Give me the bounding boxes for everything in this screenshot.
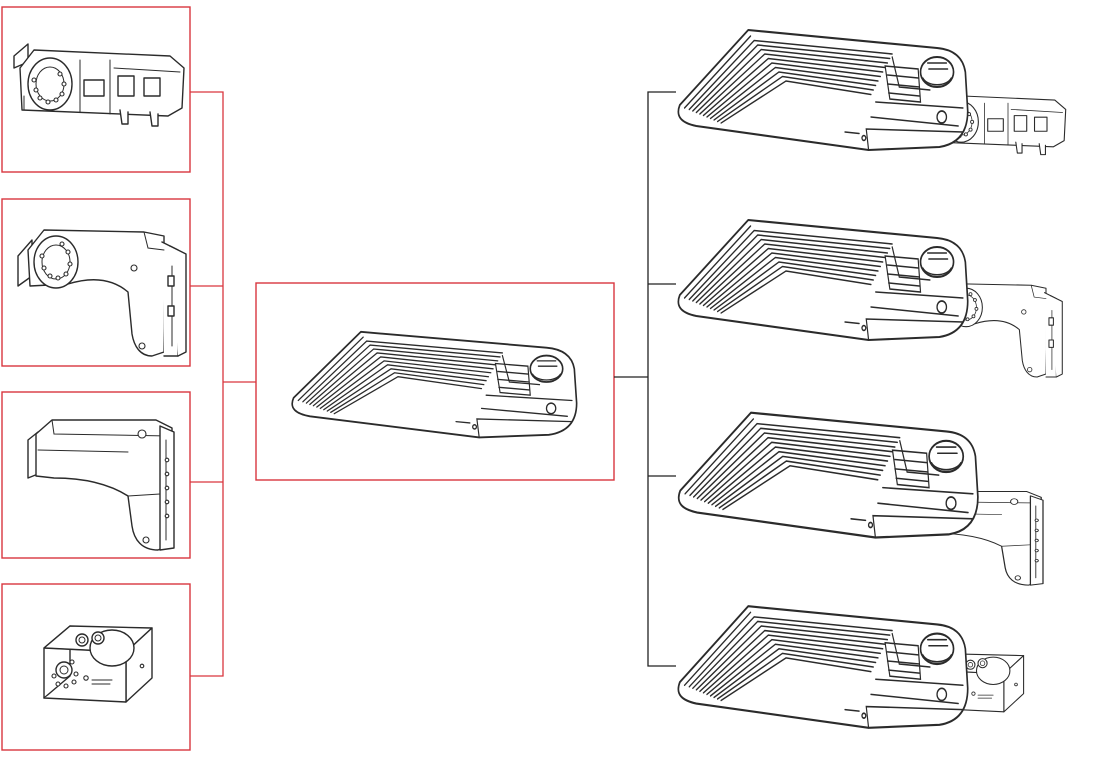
frame-fixed-wall-arm-mount [1, 391, 191, 559]
area-light-fixture-icon [291, 330, 578, 439]
left-connector-lines [190, 91, 256, 677]
frame-trunnion-yoke-mount [1, 583, 191, 751]
right-connector-lines [614, 91, 676, 667]
fixture-with-slip-fitter-icon [677, 28, 1067, 156]
rotating-wall-arm-mount-icon [17, 229, 187, 357]
frame-slip-fitter-mount [1, 6, 191, 173]
fixture-with-trunnion-yoke-icon [677, 605, 1025, 729]
frame-center-fixture [255, 282, 615, 481]
trunnion-yoke-mount-icon [43, 625, 153, 703]
fixed-wall-arm-mount-icon [27, 419, 175, 551]
frame-rotating-wall-arm-mount [1, 198, 191, 367]
slip-fitter-arm-mount-icon [13, 43, 185, 127]
fixture-with-fixed-wall-arm-icon [677, 411, 1044, 586]
fixture-with-rotating-wall-arm-icon [677, 218, 1063, 378]
